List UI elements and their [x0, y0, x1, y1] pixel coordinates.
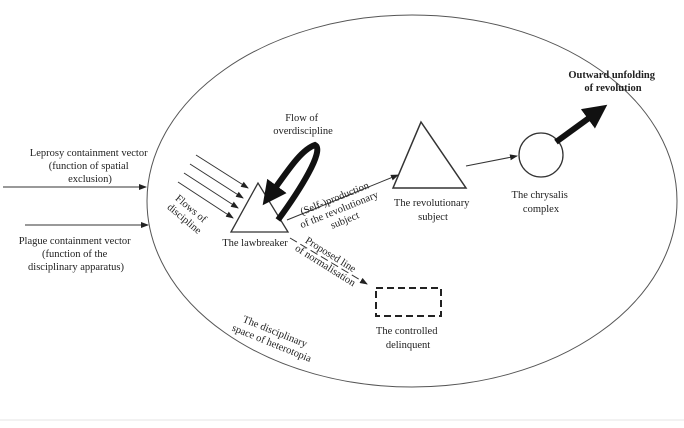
lawbreaker-label: The lawbreaker — [222, 238, 288, 249]
delinquent-box — [375, 287, 442, 317]
normalisation-arrow — [289, 237, 368, 285]
to-chrysalis-arrow — [465, 154, 518, 167]
overdiscipline-label: Flow of overdiscipline — [273, 113, 333, 137]
discipline-flow-arrows — [177, 154, 249, 219]
overdiscipline-arrow — [262, 141, 321, 222]
delinquent-label: The controlled delinquent — [376, 326, 440, 351]
selfproduction-label: (Self-)production of the revolutionary s… — [294, 177, 387, 242]
outward-label: Outward unfolding of revolution — [568, 70, 657, 94]
lawbreaker-triangle — [229, 181, 290, 233]
normalisation-label: Proposed line of normalisation — [293, 233, 364, 290]
heterotopia-label: The disciplinary space of heterotopia — [230, 312, 317, 365]
self-production-arrow — [286, 174, 399, 221]
chrysalis-label: The chrysalis complex — [512, 190, 571, 215]
plague-label: Plague containment vector (function of t… — [19, 236, 134, 273]
heterotopia-ellipse — [146, 14, 678, 388]
outward-arrow — [554, 104, 608, 145]
revolutionary-label: The revolutionary subject — [394, 198, 472, 223]
revolutionary-triangle — [391, 120, 468, 189]
leprosy-label: Leprosy containment vector (function of … — [30, 148, 150, 185]
chrysalis-circle — [518, 132, 564, 178]
